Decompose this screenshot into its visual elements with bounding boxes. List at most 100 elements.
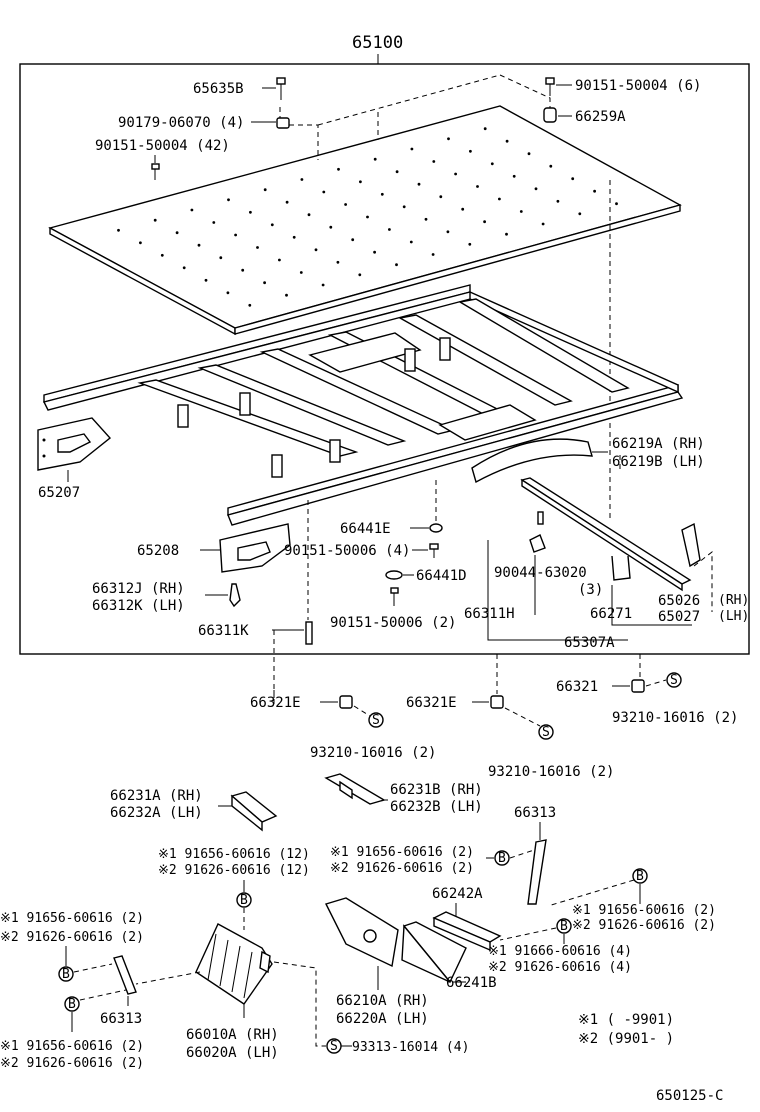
stay-66313-a <box>527 839 547 905</box>
label-93313: 93313-16014 (4) <box>352 1040 469 1055</box>
bolt-hole <box>527 152 531 156</box>
label-65207: 65207 <box>38 485 80 501</box>
bushing-66441E <box>429 523 443 533</box>
legend-2: ※2 (9901- ) <box>578 1031 674 1047</box>
bolt-hole <box>359 180 362 184</box>
bolt-hole <box>454 172 457 176</box>
bolt-hole <box>541 222 545 226</box>
bolt-hole <box>432 160 436 163</box>
label-90044-63020: 90044-63020 <box>494 565 587 581</box>
label-66321E-a: 66321E <box>250 695 301 711</box>
bolt-hole <box>248 303 252 307</box>
bolt-hole <box>314 248 318 252</box>
bolt-hole <box>160 253 164 257</box>
bolt-hole <box>182 266 186 270</box>
label-66313-b: 66313 <box>100 1011 142 1027</box>
bolt-hole <box>285 293 288 297</box>
cushion-66321E-b <box>490 695 504 709</box>
bolt-hole <box>388 228 391 231</box>
label-66313-a: 66313 <box>514 805 556 821</box>
bolt-hole <box>461 207 465 211</box>
label-66311H: 66311H <box>464 606 515 622</box>
bolt-90151-50006-2 <box>390 587 399 606</box>
note-91656-2c: ※1 91656-60616 (2) <box>0 911 144 926</box>
plate-66242A <box>432 911 502 952</box>
label-93210-a: 93210-16016 (2) <box>310 745 436 761</box>
label-65307A: 65307A <box>564 635 615 651</box>
label-66259A: 66259A <box>575 109 626 125</box>
note-91626-12: ※2 91626-60616 (12) <box>158 863 310 878</box>
label-66232B: 66232B (LH) <box>390 799 483 815</box>
label-90151-50006-4: 90151-50006 (4) <box>284 543 410 559</box>
label-66311K: 66311K <box>198 623 249 639</box>
bolt-hole <box>431 253 435 256</box>
label-65208: 65208 <box>137 543 179 559</box>
label-66020A: 66020A (LH) <box>186 1045 279 1061</box>
label-66220A: 66220A (LH) <box>336 1011 429 1027</box>
bolt-hole <box>469 149 472 153</box>
note-91626-2c: ※2 91626-60616 (2) <box>0 930 144 945</box>
note-91626-2b: ※2 91626-60616 (2) <box>572 918 716 933</box>
label-66231A: 66231A (RH) <box>110 788 203 804</box>
assembly-frame <box>19 63 750 655</box>
bolt-hole <box>593 189 596 193</box>
bracket-65026 <box>681 522 701 568</box>
shield-66210A <box>325 897 399 968</box>
bolt-b-d: B <box>556 918 572 934</box>
bolt-hole <box>483 127 487 131</box>
bolt-hole <box>439 195 443 199</box>
label-66441D: 66441D <box>416 568 467 584</box>
label-66210A: 66210A (RH) <box>336 993 429 1009</box>
note-91656-2d: ※1 91656-60616 (2) <box>0 1039 144 1054</box>
bolt-hole <box>468 242 472 246</box>
bolt-hole <box>505 232 508 236</box>
bolt-hole <box>241 268 245 272</box>
bolt-hole <box>117 228 120 232</box>
svg-text:B: B <box>560 919 568 934</box>
bolt-hole <box>337 167 340 171</box>
svg-text:B: B <box>498 851 506 866</box>
svg-text:B: B <box>636 869 644 884</box>
bracket-65208 <box>219 523 291 573</box>
label-93210-b: 93210-16016 (2) <box>488 764 614 780</box>
bolt-hole <box>498 197 501 201</box>
rail-65307A <box>520 477 692 592</box>
bolt-hole <box>358 273 362 277</box>
bolt-hole <box>153 218 157 222</box>
label-66321: 66321 <box>556 679 598 695</box>
svg-text:S: S <box>542 725 550 740</box>
note-91626-2a: ※2 91626-60616 (2) <box>330 861 474 876</box>
bolt-hole <box>190 208 194 212</box>
bolt-hole <box>424 217 428 221</box>
note-91626-2d: ※2 91626-60616 (2) <box>0 1056 144 1071</box>
bolt-hole <box>300 178 304 181</box>
bolt-hole <box>351 238 355 242</box>
bolt-hole <box>256 246 259 249</box>
bolt-hole <box>417 182 421 186</box>
bolt-hole <box>512 174 516 178</box>
label-66242A: 66242A <box>432 886 483 902</box>
svg-text:S: S <box>330 1039 338 1054</box>
bolt-hole <box>571 177 575 181</box>
svg-text:S: S <box>670 673 678 688</box>
floor-board <box>48 105 682 336</box>
plate-66241B <box>401 921 467 984</box>
note-91626-4: ※2 91626-60616 (4) <box>488 960 632 975</box>
label-66219A: 66219A (RH) <box>612 436 705 452</box>
label-66271: 66271 <box>590 606 632 622</box>
bolt-65635B <box>276 77 286 100</box>
bolt-hole <box>321 283 325 287</box>
bolt-hole <box>549 164 553 168</box>
label-90151-50004-42: 90151-50004 (42) <box>95 138 230 154</box>
bolt-hole <box>299 271 303 274</box>
label-90044-qty: (3) <box>578 582 603 598</box>
label-66232A: 66232A (LH) <box>110 805 203 821</box>
svg-text:B: B <box>68 997 76 1012</box>
nut-s-a: S <box>368 712 384 728</box>
bracket-66271 <box>611 555 631 581</box>
nut-s-b: S <box>538 724 554 740</box>
figure-code: 650125-C <box>656 1088 723 1104</box>
clip-90044 <box>529 511 546 553</box>
bolt-hole <box>556 199 560 203</box>
